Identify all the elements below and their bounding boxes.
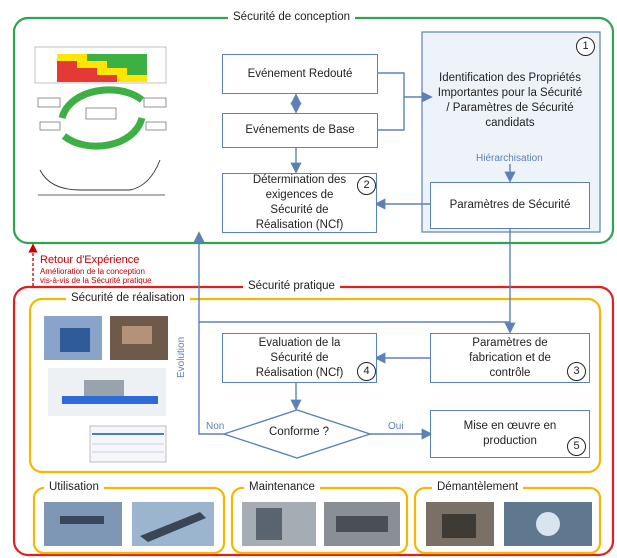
identification-box: Identification des Propriétés Importante… [437,72,583,129]
maintenance-title: Maintenance [244,481,320,493]
conforme-label: Conforme ? [269,426,330,438]
determination-box: Détermination des exigences de Sécurité … [222,173,377,233]
retour-experience-line1: Amélioration de la conception [40,267,145,276]
utilisation-frame [32,486,226,555]
oui-label: Oui [388,421,404,432]
risk-matrix-figure [34,46,167,84]
step-1-badge: 1 [576,37,595,56]
conception-title: Sécurité de conception [228,11,355,23]
evaluation-box: Evaluation de la Sécurité de Réalisation… [222,333,377,383]
step-3-badge: 3 [567,362,586,381]
hierarchisation-label: Hiérarchisation [476,153,543,164]
retour-experience-title: Retour d'Expérience [40,254,140,266]
conforme-diamond [221,409,373,459]
step-2-badge: 2 [357,176,376,195]
parametres-securite-box: Paramètres de Sécurité [430,182,590,229]
mise-en-oeuvre-box: Mise en œuvre en production [430,410,590,458]
demantelement-title: Démantèlement [432,481,524,493]
non-label: Non [206,421,225,432]
evenement-redoute-box: Evénement Redouté [222,54,378,94]
retour-experience-line2: vis-à-vis de la Sécurité pratique [40,276,152,285]
step-5-badge: 5 [567,437,586,456]
realisation-frame [28,297,602,474]
parametres-fabrication-box: Paramètres de fabrication et de contrôle [430,333,590,383]
utilisation-title: Utilisation [44,481,104,493]
evolution-label: Evolution [176,336,187,378]
evenements-base-box: Evénements de Base [222,113,378,148]
step-4-badge: 4 [357,362,376,381]
pratique-title: Sécurité pratique [243,280,340,292]
cycle-figure [37,86,167,196]
realisation-title: Sécurité de réalisation [66,292,190,304]
